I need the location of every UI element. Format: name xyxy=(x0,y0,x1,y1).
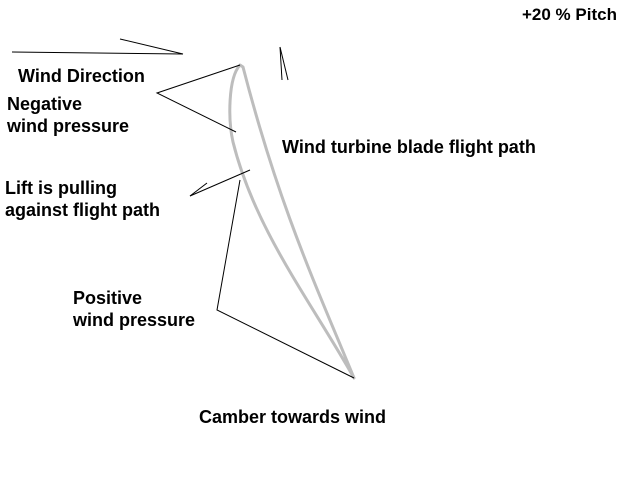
flight-path-arrowhead xyxy=(279,46,289,81)
negative-pressure-line-2: wind pressure xyxy=(7,116,130,136)
wind-direction-line xyxy=(11,51,184,55)
wind-direction-label: Wind Direction xyxy=(18,66,145,86)
lift-arrow-line xyxy=(189,169,251,197)
negative-pressure-outline xyxy=(155,64,241,133)
flight-path-label: Wind turbine blade flight path xyxy=(282,137,536,157)
diagram-title: +20 % Pitch xyxy=(522,5,617,24)
wind-direction-arrowhead xyxy=(119,38,184,55)
flight-path-line xyxy=(279,46,283,81)
blade-profile xyxy=(228,63,356,380)
camber-label: Camber towards wind xyxy=(199,407,387,427)
lift-line-1: Lift is pulling xyxy=(5,178,117,198)
positive-pressure-outline xyxy=(216,179,355,379)
positive-pressure-line-1: Positive xyxy=(73,288,143,308)
lift-label: Lift is pulling against flight path xyxy=(5,177,160,221)
negative-pressure-label: Negative wind pressure xyxy=(7,93,129,137)
positive-pressure-line-2: wind pressure xyxy=(73,310,196,330)
lift-arrowhead xyxy=(189,182,208,197)
lift-line-2: against flight path xyxy=(5,200,160,220)
negative-pressure-line-1: Negative xyxy=(7,94,83,114)
positive-pressure-label: Positive wind pressure xyxy=(73,287,195,331)
